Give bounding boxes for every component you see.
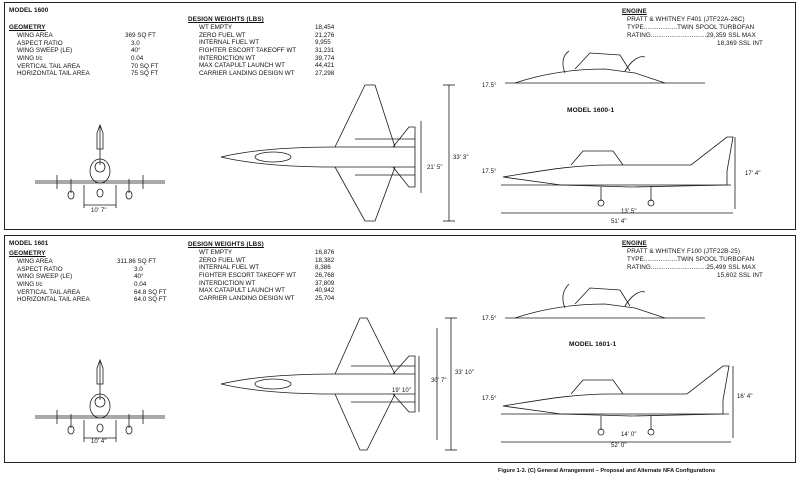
geometry-row: WING SWEEP (LE)40° — [17, 273, 144, 281]
plan-span-dim: 33' 3" — [453, 155, 469, 161]
weights-heading: DESIGN WEIGHTS (LBS) — [188, 241, 264, 248]
front-view-drawing — [35, 358, 165, 442]
geometry-heading: GEOMETRY — [9, 24, 46, 31]
geometry-row: WING SWEEP (LE)40° — [17, 47, 141, 55]
engine-name: PRATT & WHITNEY F100 (JTF22B-25) — [627, 248, 741, 255]
side-height-dim: 17' 4" — [745, 171, 761, 177]
plan-view-drawing — [220, 84, 455, 222]
plan-span-dim: 33' 10" — [455, 370, 474, 376]
variant-label: MODEL 1601-1 — [569, 341, 617, 348]
side-view-drawing — [501, 136, 736, 214]
side-length-dim: 51' 4" — [611, 219, 627, 225]
side-view-drawing — [501, 365, 734, 443]
variant-label: MODEL 1600-1 — [567, 107, 615, 114]
side-view-top-drawing — [505, 50, 705, 84]
side-view-top-drawing — [505, 283, 705, 319]
engine-heading: ENGINE — [622, 240, 647, 247]
engine-heading: ENGINE — [622, 8, 647, 15]
side-angle-dim: 17.5° — [482, 169, 497, 175]
front-span-dim: 10' 7" — [91, 208, 107, 214]
figure-caption: Figure 1-3. (C) General Arrangement – Pr… — [498, 468, 716, 474]
engine-type: TYPE..................TWIN SPOOL TURBOFA… — [627, 256, 755, 263]
front-span-dim: 10' 4" — [91, 439, 107, 445]
front-view-drawing — [35, 123, 165, 208]
side-gear-dim: 14' 0" — [621, 432, 637, 438]
engine-type: TYPE..................TWIN SPOOL TURBOFA… — [627, 24, 755, 31]
engine-rating-int: 15,602 SSL INT — [717, 272, 763, 279]
side-height-dim: 16' 4" — [737, 394, 753, 400]
top-angle-dim: 17.5° — [482, 316, 497, 322]
side-angle-dim: 17.5° — [482, 396, 497, 402]
side-length-dim: 52' 0" — [611, 443, 627, 449]
plan-view-drawing — [220, 317, 457, 451]
model-title: MODEL 1600 — [9, 7, 49, 14]
engine-rating: RATING..............................29,3… — [627, 32, 756, 39]
engine-name: PRATT & WHITNEY F401 (JTF22A-26C) — [627, 16, 745, 23]
plan-inner-dim: 30' 7" — [431, 378, 447, 384]
weights-heading: DESIGN WEIGHTS (LBS) — [188, 16, 264, 23]
engine-rating: RATING..............................25,4… — [627, 264, 756, 271]
plan-inner-dim: 21' 5" — [427, 165, 443, 171]
engine-rating-int: 18,369 SSL INT — [717, 40, 763, 47]
side-gear-dim: 13' 5" — [621, 209, 637, 215]
top-angle-dim: 17.5° — [482, 83, 497, 89]
plan-tail-dim: 19' 10" — [392, 388, 411, 394]
model-title: MODEL 1601 — [9, 240, 49, 247]
geometry-heading: GEOMETRY — [9, 250, 46, 257]
